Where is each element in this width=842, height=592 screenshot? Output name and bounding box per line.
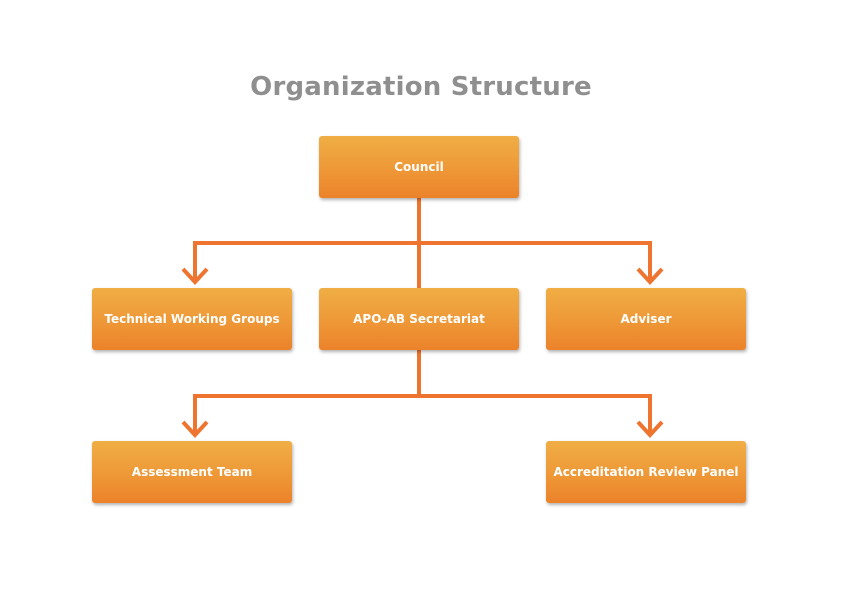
arrowhead-adviser-icon (636, 267, 664, 285)
page-title: Organization Structure (250, 72, 592, 102)
arrowhead-assessment-icon (181, 420, 209, 438)
node-technical-working-groups: Technical Working Groups (92, 288, 292, 350)
node-accreditation-review-panel: Accreditation Review Panel (546, 441, 746, 503)
node-assessment-team: Assessment Team (92, 441, 292, 503)
node-council: Council (319, 136, 519, 198)
arrowhead-twg-icon (181, 267, 209, 285)
node-adviser: Adviser (546, 288, 746, 350)
node-apo-ab-secretariat: APO-AB Secretariat (319, 288, 519, 350)
arrowhead-review-icon (636, 420, 664, 438)
